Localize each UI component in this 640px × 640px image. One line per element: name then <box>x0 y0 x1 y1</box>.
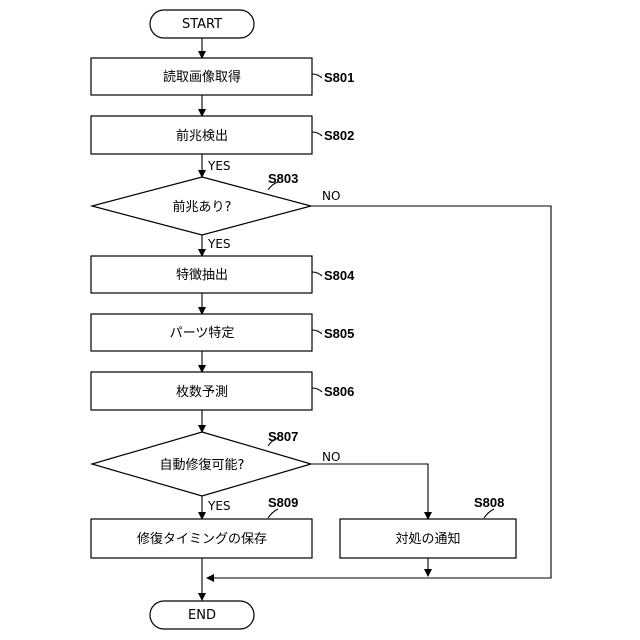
s802-text: 前兆検出 <box>176 128 228 144</box>
end-terminal: END <box>150 601 254 629</box>
s803-id: S803 <box>268 171 298 186</box>
s803-text: 前兆あり? <box>173 199 232 215</box>
s801-text: 読取画像取得 <box>163 69 241 85</box>
s809-id: S809 <box>268 495 298 510</box>
s802-id: S802 <box>324 128 354 143</box>
s801-id: S801 <box>324 70 354 85</box>
decision-s807: 自動修復可能? S807 <box>92 429 311 496</box>
s805-id: S805 <box>324 326 354 341</box>
start-label: START <box>182 17 222 32</box>
s803-yes-label: YES <box>207 237 231 251</box>
process-s802: 前兆検出 S802 <box>91 116 354 154</box>
decision-s803: 前兆あり? S803 <box>92 171 311 235</box>
s804-id: S804 <box>324 268 355 283</box>
s803-no-label: NO <box>322 189 340 203</box>
s805-text: パーツ特定 <box>170 326 235 341</box>
s802-yes-label: YES <box>207 159 231 173</box>
s807-no-label: NO <box>322 450 340 464</box>
s808-text: 対処の通知 <box>395 531 460 547</box>
process-s806: 枚数予測 S806 <box>91 372 354 410</box>
end-label: END <box>188 608 216 623</box>
process-s805: パーツ特定 S805 <box>91 314 354 351</box>
s807-id: S807 <box>268 429 298 444</box>
s809-text: 修復タイミングの保存 <box>137 531 267 547</box>
start-terminal: START <box>150 10 254 38</box>
s808-id: S808 <box>474 495 504 510</box>
s804-text: 特徴抽出 <box>176 268 228 283</box>
s806-text: 枚数予測 <box>176 385 228 400</box>
process-s804: 特徴抽出 S804 <box>91 256 355 293</box>
s806-id: S806 <box>324 384 354 399</box>
process-s801: 読取画像取得 S801 <box>91 58 354 95</box>
s807-yes-label: YES <box>207 499 231 513</box>
s807-text: 自動修復可能? <box>160 457 245 473</box>
